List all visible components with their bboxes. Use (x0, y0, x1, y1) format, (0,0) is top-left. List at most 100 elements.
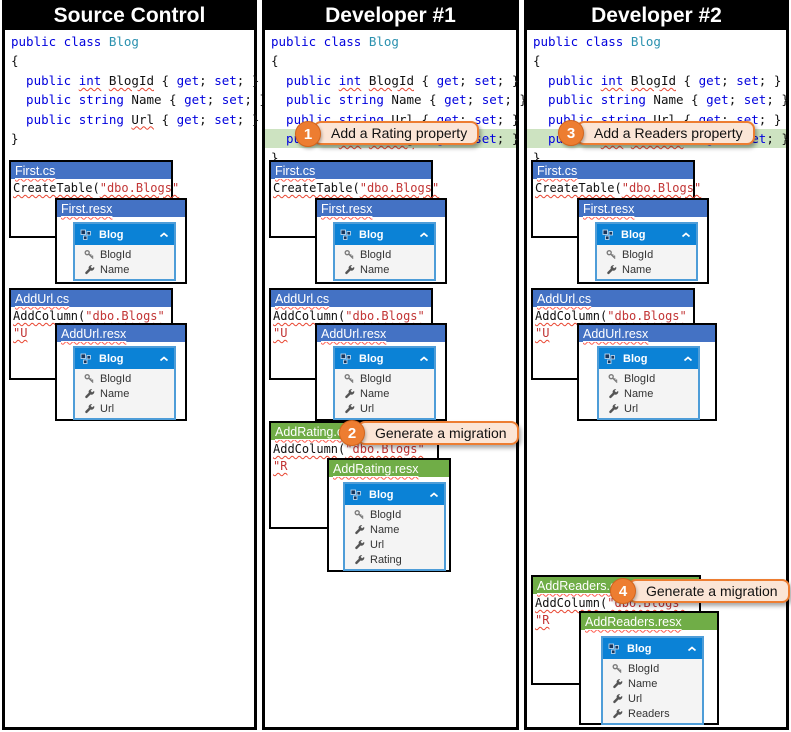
entity-row-label: Name (100, 387, 130, 400)
code-line: CreateTable("dbo.Blogs" (13, 181, 180, 195)
file-name: First.cs (275, 163, 316, 178)
entity-row: Name (612, 676, 702, 691)
entity-row-label: BlogId (622, 248, 654, 261)
entity-header: Blog (345, 484, 444, 505)
entity-title: Blog (359, 352, 384, 365)
entity-title: Blog (621, 228, 646, 241)
chevron-up-icon[interactable] (419, 231, 429, 239)
wrench-icon (85, 404, 95, 414)
entity-title: Blog (99, 228, 124, 241)
code-line: "R (535, 613, 550, 627)
column-title: Source Control (5, 3, 254, 30)
wrench-icon (355, 540, 365, 550)
entity-icon (340, 353, 351, 364)
entity-body: BlogId Name (75, 245, 174, 279)
file-card-header: AddUrl.resx (57, 325, 185, 342)
chevron-up-icon[interactable] (159, 355, 169, 363)
file-name: AddUrl.cs (15, 291, 70, 306)
entity-row-label: BlogId (360, 248, 392, 261)
file-card-addurl-resx: AddUrl.resx Blog BlogId (315, 323, 447, 421)
callout-step-2-badge: 2 (339, 420, 365, 446)
file-name: AddUrl.cs (537, 291, 592, 306)
file-card-header: First.cs (533, 162, 693, 179)
entity-row: BlogId (612, 661, 702, 676)
code-line: } (533, 150, 541, 166)
entity-header: Blog (335, 224, 434, 245)
entity-box: Blog BlogId Name (343, 482, 446, 571)
column-body: public class Blog{ public int BlogId { g… (527, 30, 790, 727)
file-card-code: AddColumn("dbo.Blogs""U (271, 307, 431, 342)
wrench-icon (85, 265, 95, 275)
file-name: AddReaders.cs (537, 578, 623, 593)
callout-step-2-label: Generate a migration (357, 421, 519, 445)
file-name: AddReaders.resx (585, 614, 682, 629)
code-line: AddColumn("dbo.Blogs" (13, 309, 165, 323)
file-card-code: CreateTable("dbo.Blogs" (11, 179, 180, 197)
code-block: public class Blog{ public int BlogId { g… (527, 32, 789, 168)
file-card-header: First.cs (11, 162, 171, 179)
code-line: public int BlogId { get; set; } (271, 72, 520, 88)
file-card-header: AddRating.resx (329, 460, 449, 477)
code-line: public class Blog (533, 34, 661, 49)
chevron-up-icon[interactable] (681, 231, 691, 239)
code-line: "U (13, 326, 28, 340)
code-line: AddColumn("dbo.Blogs" (535, 309, 687, 323)
chevron-up-icon[interactable] (159, 231, 169, 239)
chevron-up-icon[interactable] (687, 645, 697, 653)
entity-row-label: BlogId (628, 662, 660, 675)
entity-row-label: Name (360, 387, 390, 400)
chevron-up-icon[interactable] (429, 491, 439, 499)
entity-box: Blog BlogId Name (597, 346, 700, 420)
entity-row: Url (612, 691, 702, 706)
file-name: AddUrl.resx (321, 326, 387, 341)
entity-row-label: BlogId (100, 248, 132, 261)
entity-icon (340, 229, 351, 240)
file-name: First.resx (321, 201, 373, 216)
code-line: public class Blog (271, 34, 399, 49)
entity-row: Url (354, 537, 444, 552)
code-line: { (271, 53, 279, 69)
entity-row: BlogId (84, 371, 174, 386)
entity-title: Blog (623, 352, 648, 365)
entity-header: Blog (597, 224, 696, 245)
entity-row-label: Name (100, 263, 130, 276)
callout-step-4-badge: 4 (610, 578, 636, 604)
file-card-code: AddColumn("dbo.Blogs" "U (11, 307, 171, 342)
file-card-addurl-resx: AddUrl.resx Blog BlogId (55, 323, 187, 421)
entity-icon (80, 353, 91, 364)
entity-icon (602, 229, 613, 240)
file-card-header: First.cs (271, 162, 431, 179)
entity-row: BlogId (84, 247, 174, 262)
wrench-icon (345, 404, 355, 414)
entity-row: BlogId (354, 507, 444, 522)
key-icon (608, 373, 618, 384)
column-body: public class Blog{ public int BlogId { g… (5, 30, 267, 727)
chevron-up-icon[interactable] (683, 355, 693, 363)
key-icon (84, 249, 94, 260)
file-card-header: AddUrl.cs (11, 290, 171, 307)
entity-row-label: Readers (628, 707, 670, 720)
file-card-header: First.resx (317, 200, 445, 217)
entity-box: Blog BlogId Name (73, 346, 176, 420)
entity-row: BlogId (344, 371, 434, 386)
entity-row: Name (606, 262, 696, 277)
file-card-addurl-resx: AddUrl.resx Blog BlogId (577, 323, 717, 421)
file-name: AddUrl.resx (61, 326, 127, 341)
entity-header: Blog (603, 638, 702, 659)
file-name: AddUrl.cs (275, 291, 330, 306)
entity-row-label: BlogId (624, 372, 656, 385)
file-card-addreaders-resx: AddReaders.resx Blog BlogId (579, 611, 719, 725)
file-card-header: First.resx (579, 200, 707, 217)
chevron-up-icon[interactable] (419, 355, 429, 363)
entity-row-label: Name (628, 677, 658, 690)
callout-step-3-badge: 3 (558, 120, 584, 146)
column-body: public class Blog { public int BlogId { g… (265, 30, 527, 727)
wrench-icon (85, 389, 95, 399)
entity-body: BlogId Name Url Rating (345, 505, 444, 569)
entity-row: Name (84, 262, 174, 277)
entity-row: BlogId (344, 247, 434, 262)
wrench-icon (345, 389, 355, 399)
entity-box: Blog BlogId Name (595, 222, 698, 281)
code-line: public string Name { get; set; } (11, 92, 267, 108)
wrench-icon (355, 525, 365, 535)
